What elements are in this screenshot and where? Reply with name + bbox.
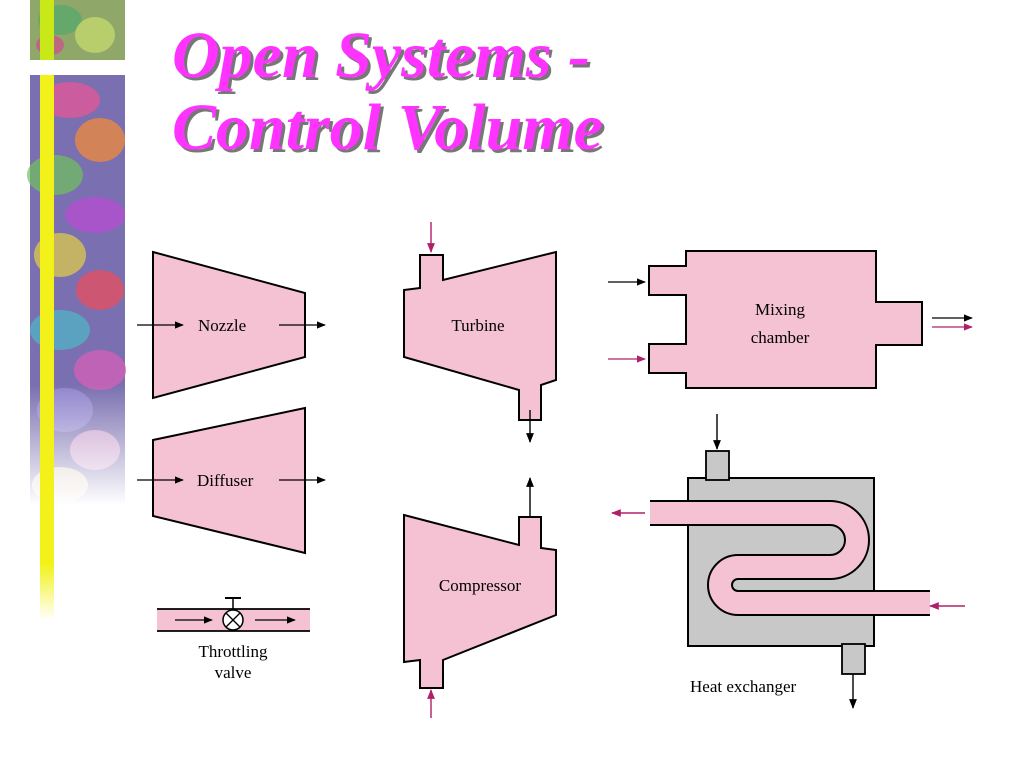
throttling-valve: Throttling valve [157,597,310,682]
nozzle: Nozzle [137,250,326,400]
diffuser-label: Diffuser [197,471,254,490]
turbine-label: Turbine [451,316,504,335]
heat-exchanger: Heat exchanger [611,414,965,709]
diffuser: Diffuser [137,406,326,555]
compressor: Compressor [403,477,557,718]
throttling-label-line1: Throttling [199,642,268,661]
throttling-label-line2: valve [215,663,252,682]
mixing-chamber: Mixing chamber [608,250,973,389]
nozzle-label: Nozzle [198,316,246,335]
slide-title: Open Systems - Control Volume [172,20,603,164]
valve-icon [222,597,244,631]
sidebar-decoration [27,0,126,620]
compressor-label: Compressor [439,576,522,595]
title-line-2: Control Volume [172,91,603,164]
mixing-label-line2: chamber [751,328,810,347]
heat-exchanger-label: Heat exchanger [690,677,797,696]
title-line-1: Open Systems - [172,19,590,92]
mixing-label-line1: Mixing [755,300,806,319]
turbine: Turbine [403,222,557,443]
